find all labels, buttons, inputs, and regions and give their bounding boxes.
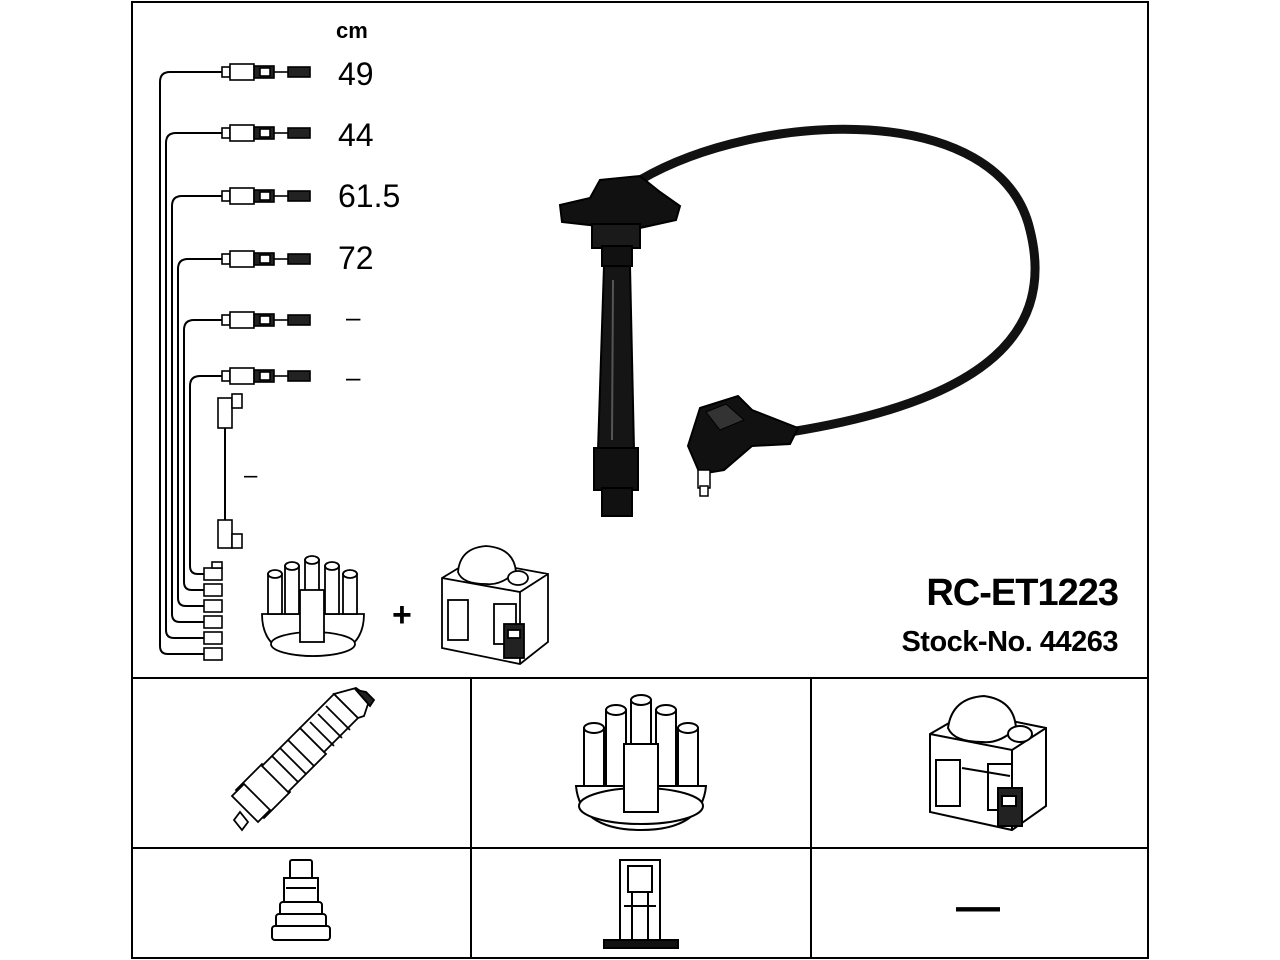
- spark-plug-icon: [230, 687, 376, 832]
- wire-1-terminal: [221, 63, 311, 81]
- stock-number: 44263: [1039, 626, 1119, 658]
- stock-label: Stock-No.: [901, 626, 1033, 658]
- coil-cell-dash: —: [956, 882, 1000, 931]
- wire-2-length: 44: [338, 117, 374, 153]
- coil-wire-length: –: [244, 462, 258, 489]
- wire-1-length: 49: [338, 56, 374, 92]
- ignition-coil-icon: [929, 694, 1047, 832]
- wire-2-terminal: [221, 124, 311, 142]
- wire-6-terminal: [221, 367, 311, 385]
- length-unit: cm: [336, 18, 368, 43]
- plug-connector-icon: [271, 859, 331, 941]
- ignition-coil-small-icon: [441, 545, 549, 665]
- coil-connector-icon: [603, 859, 679, 949]
- wire-terminals: [221, 63, 311, 385]
- coil-wire: [217, 393, 243, 549]
- part-number: RC-ET1223: [926, 572, 1119, 614]
- stock-number-line: Stock-No. 44263: [840, 626, 1118, 659]
- wire-3-length: 61.5: [338, 178, 401, 214]
- wire-4-terminal: [221, 250, 311, 268]
- distributor-cap-icon: [574, 694, 708, 832]
- wire-5-terminal: [221, 311, 311, 329]
- wire-5-length: –: [346, 302, 361, 332]
- distributor-cap-small-icon: [261, 555, 365, 657]
- wire-3-terminal: [221, 187, 311, 205]
- wire-6-length: –: [346, 362, 361, 392]
- ignition-cable-icon: [558, 124, 1040, 517]
- harness-routing: [159, 71, 222, 655]
- plus-sign: +: [392, 596, 412, 634]
- wire-4-length: 72: [338, 240, 374, 276]
- frame: [131, 1, 1149, 959]
- distributor-terminals: [203, 561, 223, 661]
